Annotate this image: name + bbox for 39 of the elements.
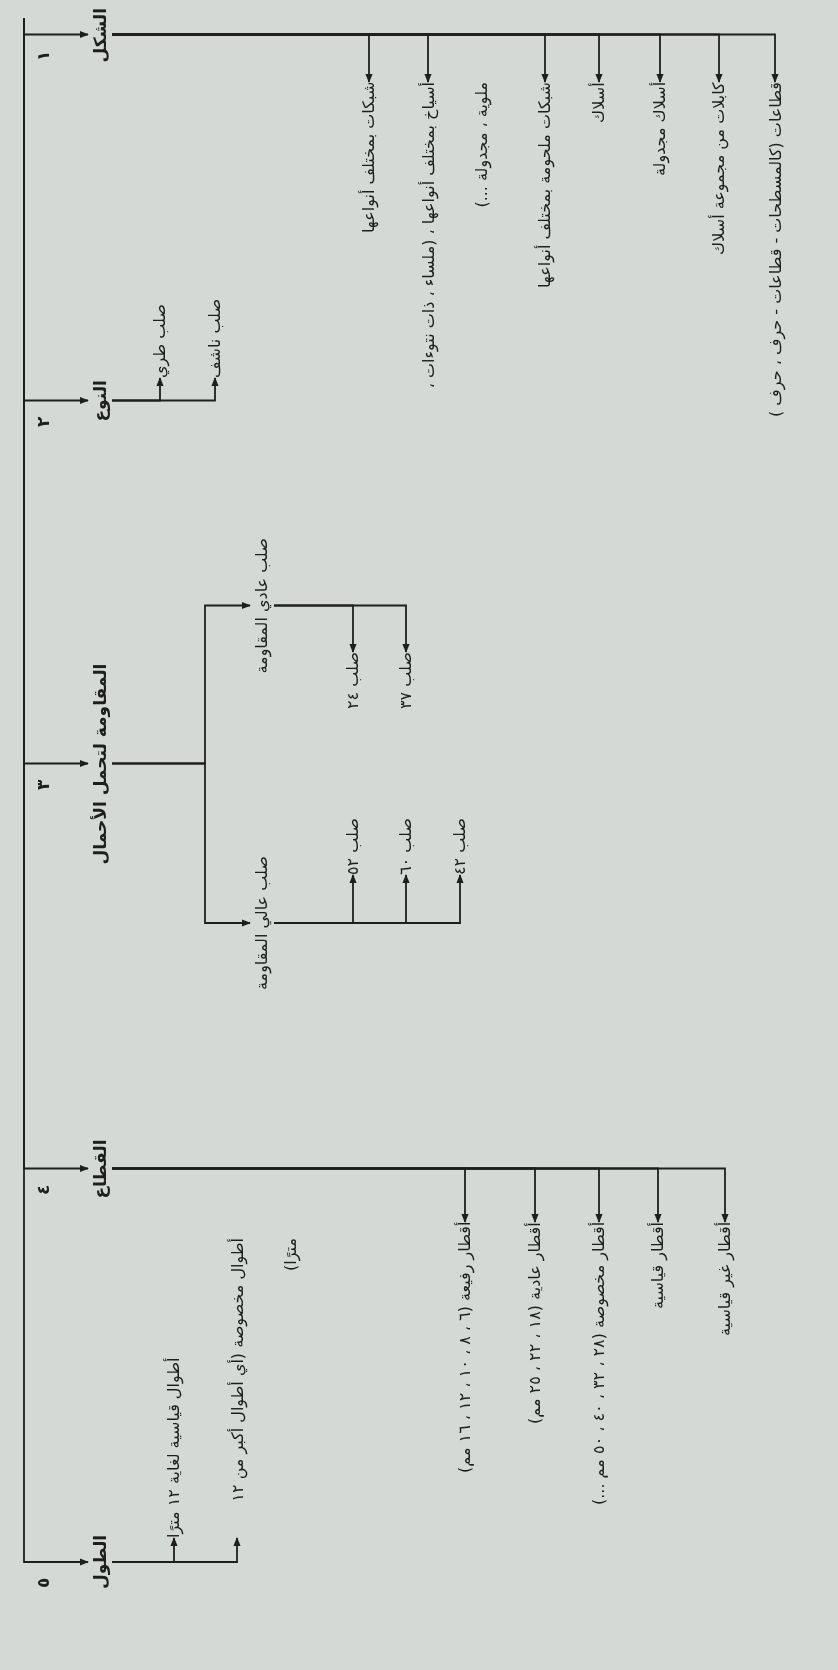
- list-item: أقطار عادية (١٨ ، ٢٢ ، ٢٥ مم): [523, 1222, 547, 1424]
- branch-heading: النوع: [88, 380, 112, 422]
- branch-number: ٥: [32, 1577, 54, 1588]
- list-item: أطوال مخصوصة (أي أطوال أكبر من ١٢ مترًا): [210, 1238, 317, 1538]
- list-item: أقطار مخصوصة (٢٨ ، ٣٢ ، ٤٠ ، ٥٠ مم ...): [587, 1221, 611, 1505]
- branch-number: ٤: [32, 1184, 54, 1195]
- list-item: صلب ٤٢: [448, 818, 472, 875]
- list-item: صلب ٦٠: [394, 818, 418, 875]
- list-item: صلب عالي المقاومة: [250, 856, 274, 990]
- arrow: [111, 1537, 241, 1563]
- arrow: [23, 17, 89, 1566]
- branch-number: ٣: [32, 779, 54, 790]
- list-item: أقطار غير قياسية: [713, 1221, 737, 1336]
- branch-heading: القطاع: [88, 1139, 112, 1199]
- list-item: أسلاك: [587, 82, 611, 123]
- list-item: صلب ٢٤: [341, 652, 365, 709]
- branch-heading: الشكل: [88, 7, 112, 63]
- arrow: [111, 377, 219, 402]
- list-item: كابلات من مجموعة أسلاك: [707, 82, 731, 255]
- list-item: أسياخ بمختلف أنواعها ، (ملساء ، ذات نتوءات ، ملوية ، مجدولة ...): [401, 82, 508, 427]
- branch-number: ١: [32, 50, 54, 61]
- list-item: صلب ناشف: [203, 299, 227, 378]
- branch-heading: المقاومة لتحمل الأحمال: [88, 663, 112, 865]
- list-item: صلب ٥٢: [341, 818, 365, 875]
- list-item: أسلاك مجدولة: [648, 81, 672, 176]
- branch-number: ٢: [32, 416, 54, 427]
- arrow: [273, 874, 464, 924]
- list-item: شبكات بمختلف أنواعها: [357, 81, 381, 233]
- list-item: شبكات ملحومة بمختلف أنواعها: [533, 82, 557, 288]
- list-item: صلب عادي المقاومة: [250, 538, 274, 674]
- branch-heading: الطول: [88, 1534, 112, 1589]
- list-item: صلب طري: [148, 304, 172, 378]
- arrow: [111, 762, 251, 927]
- list-item: أقطار قياسية: [646, 1221, 670, 1309]
- list-item: صلب ٣٧: [394, 652, 418, 709]
- list-item: قطاعات (كالمسطحات - قطاعات - حرف ، حرف ): [753, 82, 797, 427]
- list-item: أقطار رفيعة (٦ ، ٨ ، ١٠ ، ١٢ ، ١٦ مم): [453, 1221, 477, 1473]
- list-item: أطوال قياسية لغاية ١٢ مترًا: [162, 1357, 186, 1538]
- arrow: [273, 604, 410, 653]
